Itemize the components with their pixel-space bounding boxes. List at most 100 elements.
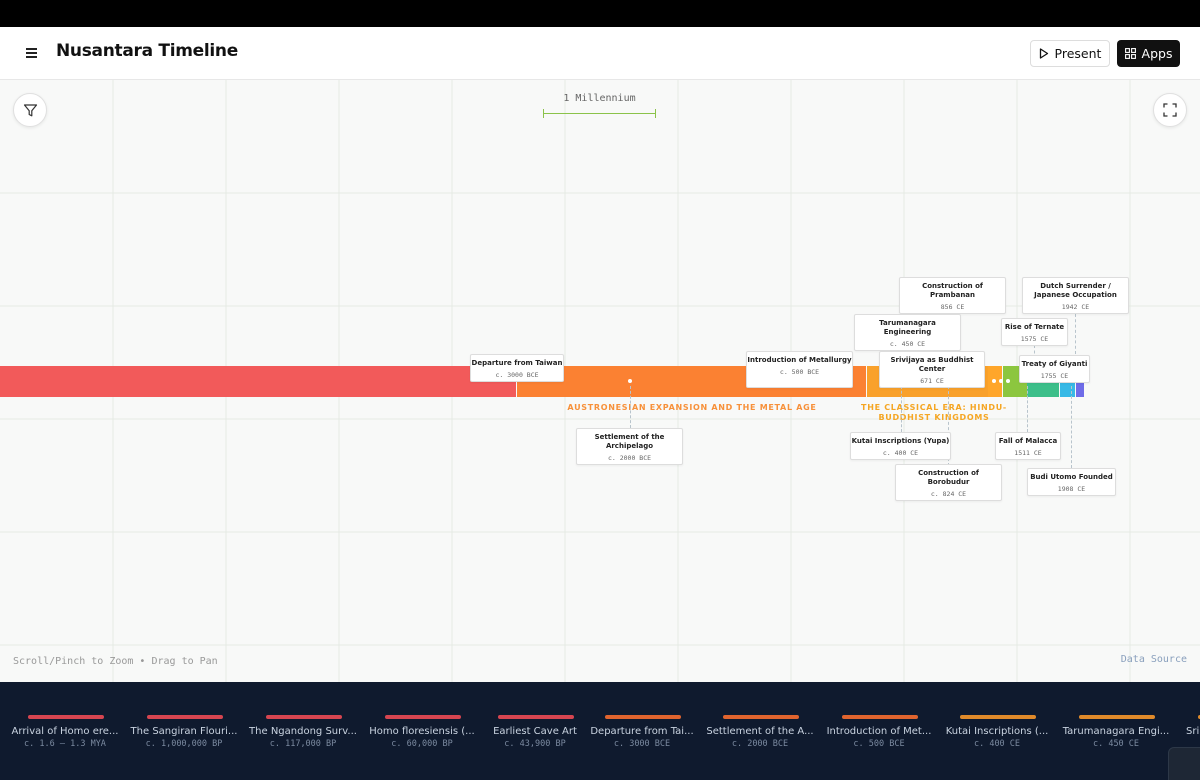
event-date: c. 2000 BCE: [607, 454, 652, 462]
event-title: Rise of Ternate: [1004, 323, 1065, 331]
event-date: c. 400 CE: [882, 449, 919, 457]
event-card[interactable]: Budi Utomo Founded 1908 CE: [1027, 468, 1116, 496]
timeline-canvas[interactable]: 1 Millennium AUSTRONESIAN EXPANSION AND …: [0, 80, 1200, 682]
event-card[interactable]: Settlement of the Archipelago c. 2000 BC…: [576, 428, 683, 465]
strip-item-label: Departure from Tai...: [590, 726, 694, 737]
strip-item[interactable]: Sri: [1176, 682, 1200, 780]
data-source-link[interactable]: Data Source: [1120, 654, 1187, 665]
strip-item-date: c. 450 CE: [1092, 739, 1140, 749]
strip-item-date: c. 3000 BCE: [613, 739, 671, 749]
event-card[interactable]: Treaty of Giyanti 1755 CE: [1019, 355, 1090, 383]
filter-icon: [23, 103, 37, 116]
strip-item-date: c. 1,000,000 BP: [145, 739, 223, 749]
event-date: c. 824 CE: [930, 490, 967, 498]
strip-item-label: Homo floresiensis (...: [369, 726, 475, 737]
strip-item-label: Kutai Inscriptions (...: [945, 726, 1049, 737]
strip-item[interactable]: The Ngandong Surv... c. 117,000 BP: [244, 682, 362, 780]
grid-icon: [1124, 48, 1136, 59]
strip-item-date: c. 117,000 BP: [269, 739, 337, 749]
event-title: Construction of Borobudur: [918, 469, 979, 486]
event-date: 856 CE: [940, 303, 965, 311]
strip-item-bar: [28, 715, 104, 719]
window-top-bar: [0, 0, 1200, 27]
strip-item[interactable]: The Sangiran Flouri... c. 1,000,000 BP: [125, 682, 243, 780]
event-date: 1908 CE: [1057, 485, 1086, 493]
strip-item-bar: [723, 715, 799, 719]
era-label-austronesian: AUSTRONESIAN EXPANSION AND THE METAL AGE: [567, 403, 817, 412]
strip-item[interactable]: Introduction of Met... c. 500 BCE: [820, 682, 938, 780]
apps-label: Apps: [1141, 46, 1173, 61]
event-card[interactable]: Construction of Prambanan 856 CE: [899, 277, 1006, 314]
event-card[interactable]: Tarumanagara Engineering c. 450 CE: [854, 314, 961, 351]
strip-item-date: c. 1.6 – 1.3 MYA: [24, 739, 106, 749]
event-card[interactable]: Introduction of Metallurgy c. 500 BCE: [746, 351, 853, 388]
strip-item[interactable]: Homo floresiensis (... c. 60,000 BP: [363, 682, 481, 780]
strip-item-label: Tarumanagara Engi...: [1062, 726, 1170, 737]
event-card[interactable]: Dutch Surrender / Japanese Occupation 19…: [1022, 277, 1129, 314]
event-title: Srivijaya as Buddhist Center: [890, 356, 974, 373]
strip-item-label: Arrival of Homo ere...: [11, 726, 119, 737]
zoom-hint: Scroll/Pinch to Zoom • Drag to Pan: [13, 656, 218, 667]
event-card[interactable]: Rise of Ternate 1575 CE: [1001, 318, 1068, 346]
marker-dot: [1006, 379, 1010, 383]
strip-item-bar: [147, 715, 223, 719]
event-title: Introduction of Metallurgy: [747, 356, 852, 364]
strip-item-bar: [1079, 715, 1155, 719]
event-card[interactable]: Departure from Taiwan c. 3000 BCE: [470, 354, 564, 382]
event-title: Settlement of the Archipelago: [594, 433, 665, 450]
app-header: Nusantara Timeline Present Apps: [0, 27, 1200, 80]
marker-dot: [628, 379, 632, 383]
event-date: 1511 CE: [1014, 449, 1042, 457]
marker-dot: [992, 379, 996, 383]
strip-item-bar: [1198, 715, 1200, 719]
era-label-classical: THE CLASSICAL ERA: HINDU-BUDDHIST KINGDO…: [861, 403, 1007, 422]
strip-item-date: c. 2000 BCE: [731, 739, 789, 749]
strip-item-label: Sri: [1186, 726, 1200, 737]
strip-item[interactable]: Earliest Cave Art c. 43,900 BP: [476, 682, 594, 780]
event-date: 1755 CE: [1040, 372, 1069, 380]
event-date: 671 CE: [920, 377, 944, 385]
strip-item-label: Earliest Cave Art: [493, 726, 577, 737]
strip-item-bar: [385, 715, 461, 719]
event-card[interactable]: Fall of Malacca 1511 CE: [995, 432, 1061, 460]
fullscreen-button[interactable]: [1153, 93, 1187, 127]
connector-line: [948, 386, 949, 466]
connector-line: [1034, 345, 1035, 359]
play-icon: [1039, 48, 1048, 59]
present-button[interactable]: Present: [1030, 40, 1110, 67]
apps-button[interactable]: Apps: [1117, 40, 1180, 67]
event-title: Kutai Inscriptions (Yupa): [851, 437, 950, 445]
strip-item-bar: [842, 715, 918, 719]
connector-line: [901, 386, 902, 432]
present-label: Present: [1054, 46, 1102, 61]
strip-item[interactable]: Departure from Tai... c. 3000 BCE: [583, 682, 701, 780]
event-card[interactable]: Construction of Borobudur c. 824 CE: [895, 464, 1002, 501]
era-band-prehistoric[interactable]: [0, 366, 516, 397]
marker-dot: [999, 379, 1003, 383]
event-title: Construction of Prambanan: [922, 282, 983, 299]
event-strip[interactable]: Arrival of Homo ere... c. 1.6 – 1.3 MYA …: [0, 682, 1200, 780]
menu-icon[interactable]: [24, 45, 41, 61]
strip-item[interactable]: Arrival of Homo ere... c. 1.6 – 1.3 MYA: [6, 682, 124, 780]
event-date: c. 500 BCE: [779, 368, 820, 376]
strip-item[interactable]: Tarumanagara Engi... c. 450 CE: [1057, 682, 1175, 780]
connector-line: [630, 386, 631, 428]
strip-item[interactable]: Kutai Inscriptions (... c. 400 CE: [938, 682, 1056, 780]
strip-item-label: Introduction of Met...: [826, 726, 932, 737]
scale-label: 1 Millennium: [563, 93, 636, 104]
event-date: 1942 CE: [1061, 303, 1090, 311]
connector-line: [1075, 314, 1076, 354]
event-card[interactable]: Kutai Inscriptions (Yupa) c. 400 CE: [850, 432, 951, 460]
strip-item-label: Settlement of the A...: [706, 726, 814, 737]
strip-item-bar: [498, 715, 574, 719]
event-card[interactable]: Srivijaya as Buddhist Center 671 CE: [879, 351, 985, 388]
scale-bar: [543, 109, 656, 118]
event-title: Fall of Malacca: [998, 437, 1058, 445]
event-title: Tarumanagara Engineering: [879, 319, 936, 336]
filter-button[interactable]: [13, 93, 47, 127]
strip-item-date: c. 60,000 BP: [391, 739, 453, 749]
event-title: Departure from Taiwan: [471, 359, 563, 367]
strip-item[interactable]: Settlement of the A... c. 2000 BCE: [701, 682, 819, 780]
corner-panel[interactable]: [1168, 747, 1200, 780]
strip-item-date: c. 500 BCE: [853, 739, 905, 749]
